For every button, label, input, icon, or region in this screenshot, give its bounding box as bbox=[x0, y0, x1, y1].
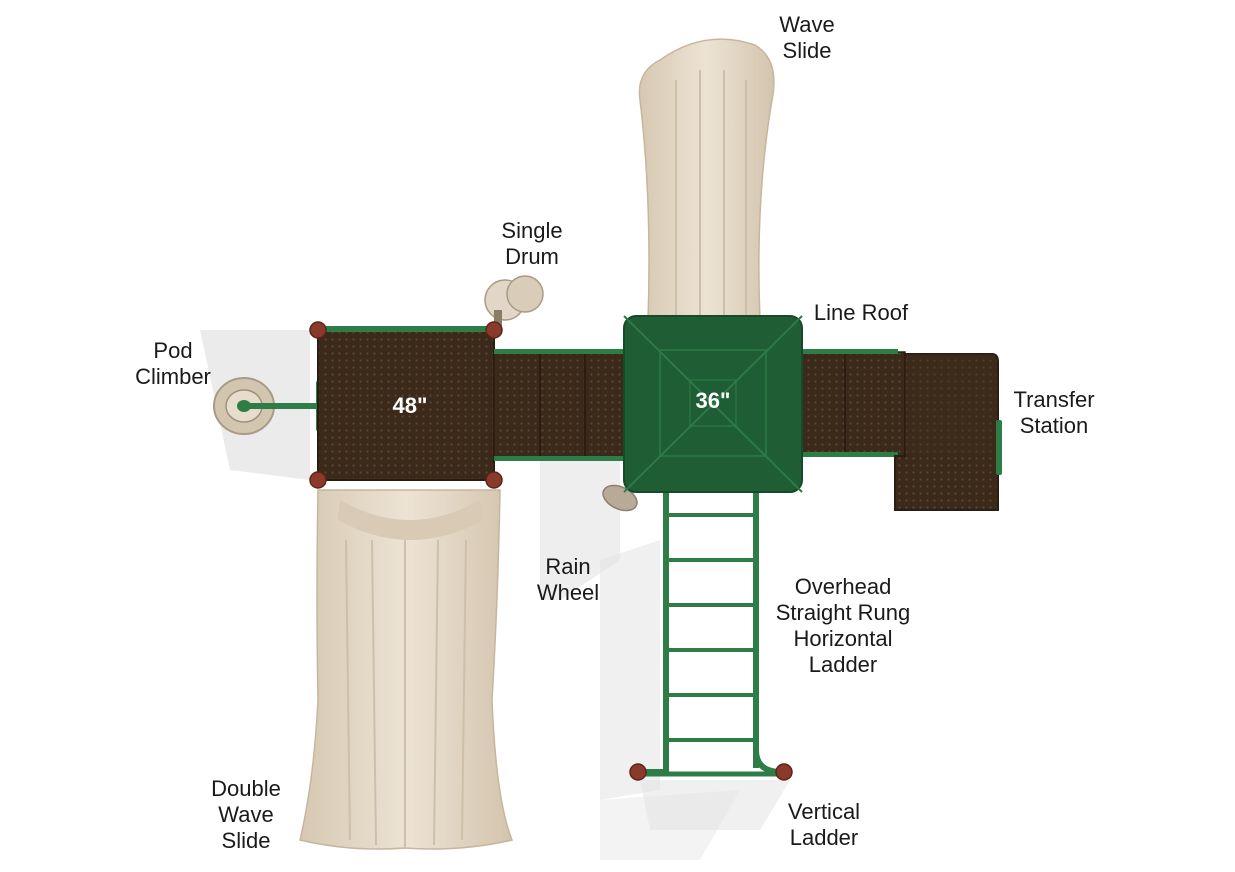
label-line: Vertical bbox=[787, 799, 861, 824]
label-line: Wave bbox=[779, 12, 835, 37]
shadows bbox=[200, 330, 790, 860]
single-drum bbox=[484, 275, 544, 332]
roof-deck-height: 36" bbox=[695, 388, 731, 413]
label-double-wave-slide: Double Wave Slide bbox=[196, 776, 296, 854]
label-line: Slide bbox=[782, 38, 832, 63]
horizontal-ladder bbox=[663, 480, 759, 768]
label-line: Ladder bbox=[808, 652, 878, 677]
label-line: Horizontal bbox=[793, 626, 893, 651]
label-line: Transfer bbox=[1013, 387, 1095, 412]
left-deck-height: 48" bbox=[392, 393, 428, 418]
label-line: Climber bbox=[135, 364, 211, 389]
rain-wheel bbox=[602, 484, 638, 512]
label-line: Drum bbox=[505, 244, 559, 269]
label-pod-climber: Pod Climber bbox=[125, 338, 221, 390]
right-walkway bbox=[799, 349, 906, 457]
label-single-drum: Single Drum bbox=[490, 218, 574, 270]
post-caps bbox=[309, 321, 793, 781]
left-deck bbox=[317, 326, 495, 481]
label-line: Wheel bbox=[536, 580, 600, 605]
line-roof bbox=[623, 315, 803, 493]
label-line: Pod bbox=[153, 338, 193, 363]
label-line-roof: Line Roof bbox=[802, 300, 920, 326]
label-line: Station bbox=[1019, 413, 1089, 438]
label-line: Overhead bbox=[794, 574, 892, 599]
label-wave-slide: Wave Slide bbox=[765, 12, 849, 64]
label-line: Rain bbox=[545, 554, 591, 579]
label-vertical-ladder: Vertical Ladder bbox=[774, 799, 874, 851]
label-line: Ladder bbox=[789, 825, 859, 850]
label-line: Double bbox=[211, 776, 281, 801]
double-wave-slide bbox=[299, 489, 514, 850]
bridge-walkway bbox=[493, 349, 627, 461]
label-line: Slide bbox=[221, 828, 271, 853]
label-line: Single bbox=[501, 218, 563, 243]
label-line: Line Roof bbox=[813, 300, 909, 325]
vertical-ladder bbox=[640, 749, 783, 777]
wave-slide bbox=[638, 38, 775, 321]
label-transfer-station: Transfer Station bbox=[1002, 387, 1106, 439]
label-horizontal-ladder: Overhead Straight Rung Horizontal Ladder bbox=[760, 574, 926, 678]
label-line: Wave bbox=[218, 802, 274, 827]
transfer-station bbox=[894, 353, 1002, 511]
label-rain-wheel: Rain Wheel bbox=[526, 554, 610, 606]
label-line: Straight Rung bbox=[775, 600, 911, 625]
